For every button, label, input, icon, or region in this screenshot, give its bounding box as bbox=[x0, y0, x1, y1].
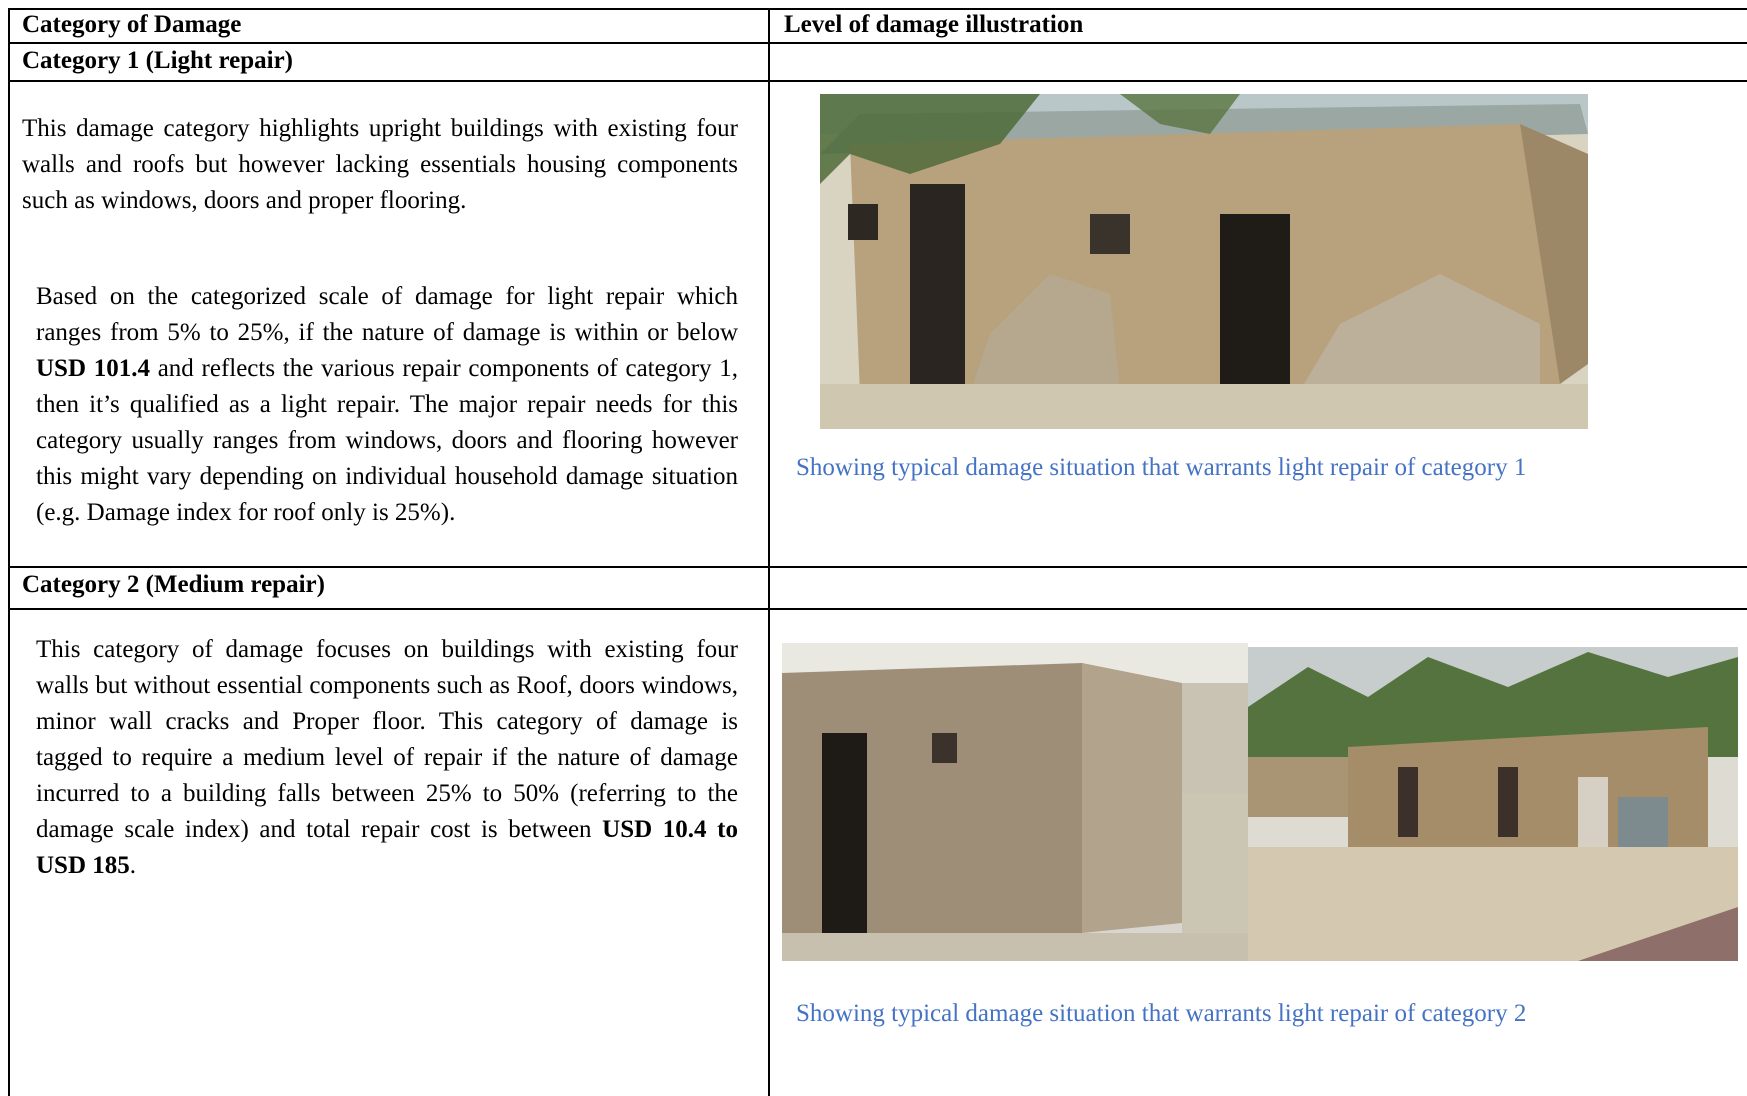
category-1-title: Category 1 (Light repair) bbox=[22, 47, 294, 74]
table-row-divider bbox=[8, 42, 1747, 44]
category-2-damage-photo-right bbox=[1248, 647, 1738, 961]
table-column-divider bbox=[768, 8, 770, 1096]
category-1-paragraph-2: Based on the categorized scale of damage… bbox=[36, 283, 738, 526]
category-2-description: This category of damage focuses on build… bbox=[36, 632, 738, 884]
category-1-damage-photo bbox=[820, 94, 1588, 429]
category-1-paragraph-1: This damage category highlights upright … bbox=[22, 115, 738, 214]
header-level-of-damage-illustration: Level of damage illustration bbox=[784, 11, 1084, 38]
table-row-divider bbox=[8, 608, 1747, 610]
table-border-top bbox=[8, 8, 1747, 10]
header-category-of-damage: Category of Damage bbox=[22, 11, 242, 38]
category-1-description: This damage category highlights upright … bbox=[22, 111, 738, 219]
category-2-cost-range: USD 10.4 to USD 185 bbox=[36, 816, 738, 879]
mud-compound-wall-image bbox=[1248, 647, 1738, 961]
table-border-left bbox=[8, 8, 10, 1096]
category-1-caption: Showing typical damage situation that wa… bbox=[796, 454, 1527, 481]
category-1-cost-paragraph: Based on the categorized scale of damage… bbox=[36, 279, 738, 531]
category-2-damage-photo-left bbox=[782, 643, 1248, 961]
category-1-cost-threshold: USD 101.4 bbox=[36, 355, 150, 382]
category-2-caption: Showing typical damage situation that wa… bbox=[796, 1000, 1527, 1027]
category-2-title: Category 2 (Medium repair) bbox=[22, 571, 325, 598]
table-row-divider bbox=[8, 80, 1747, 82]
damaged-mud-house-image bbox=[820, 94, 1588, 429]
table-row-divider bbox=[8, 566, 1747, 568]
category-2-paragraph-1: This category of damage focuses on build… bbox=[36, 636, 738, 879]
roofless-mud-building-image bbox=[782, 643, 1248, 961]
